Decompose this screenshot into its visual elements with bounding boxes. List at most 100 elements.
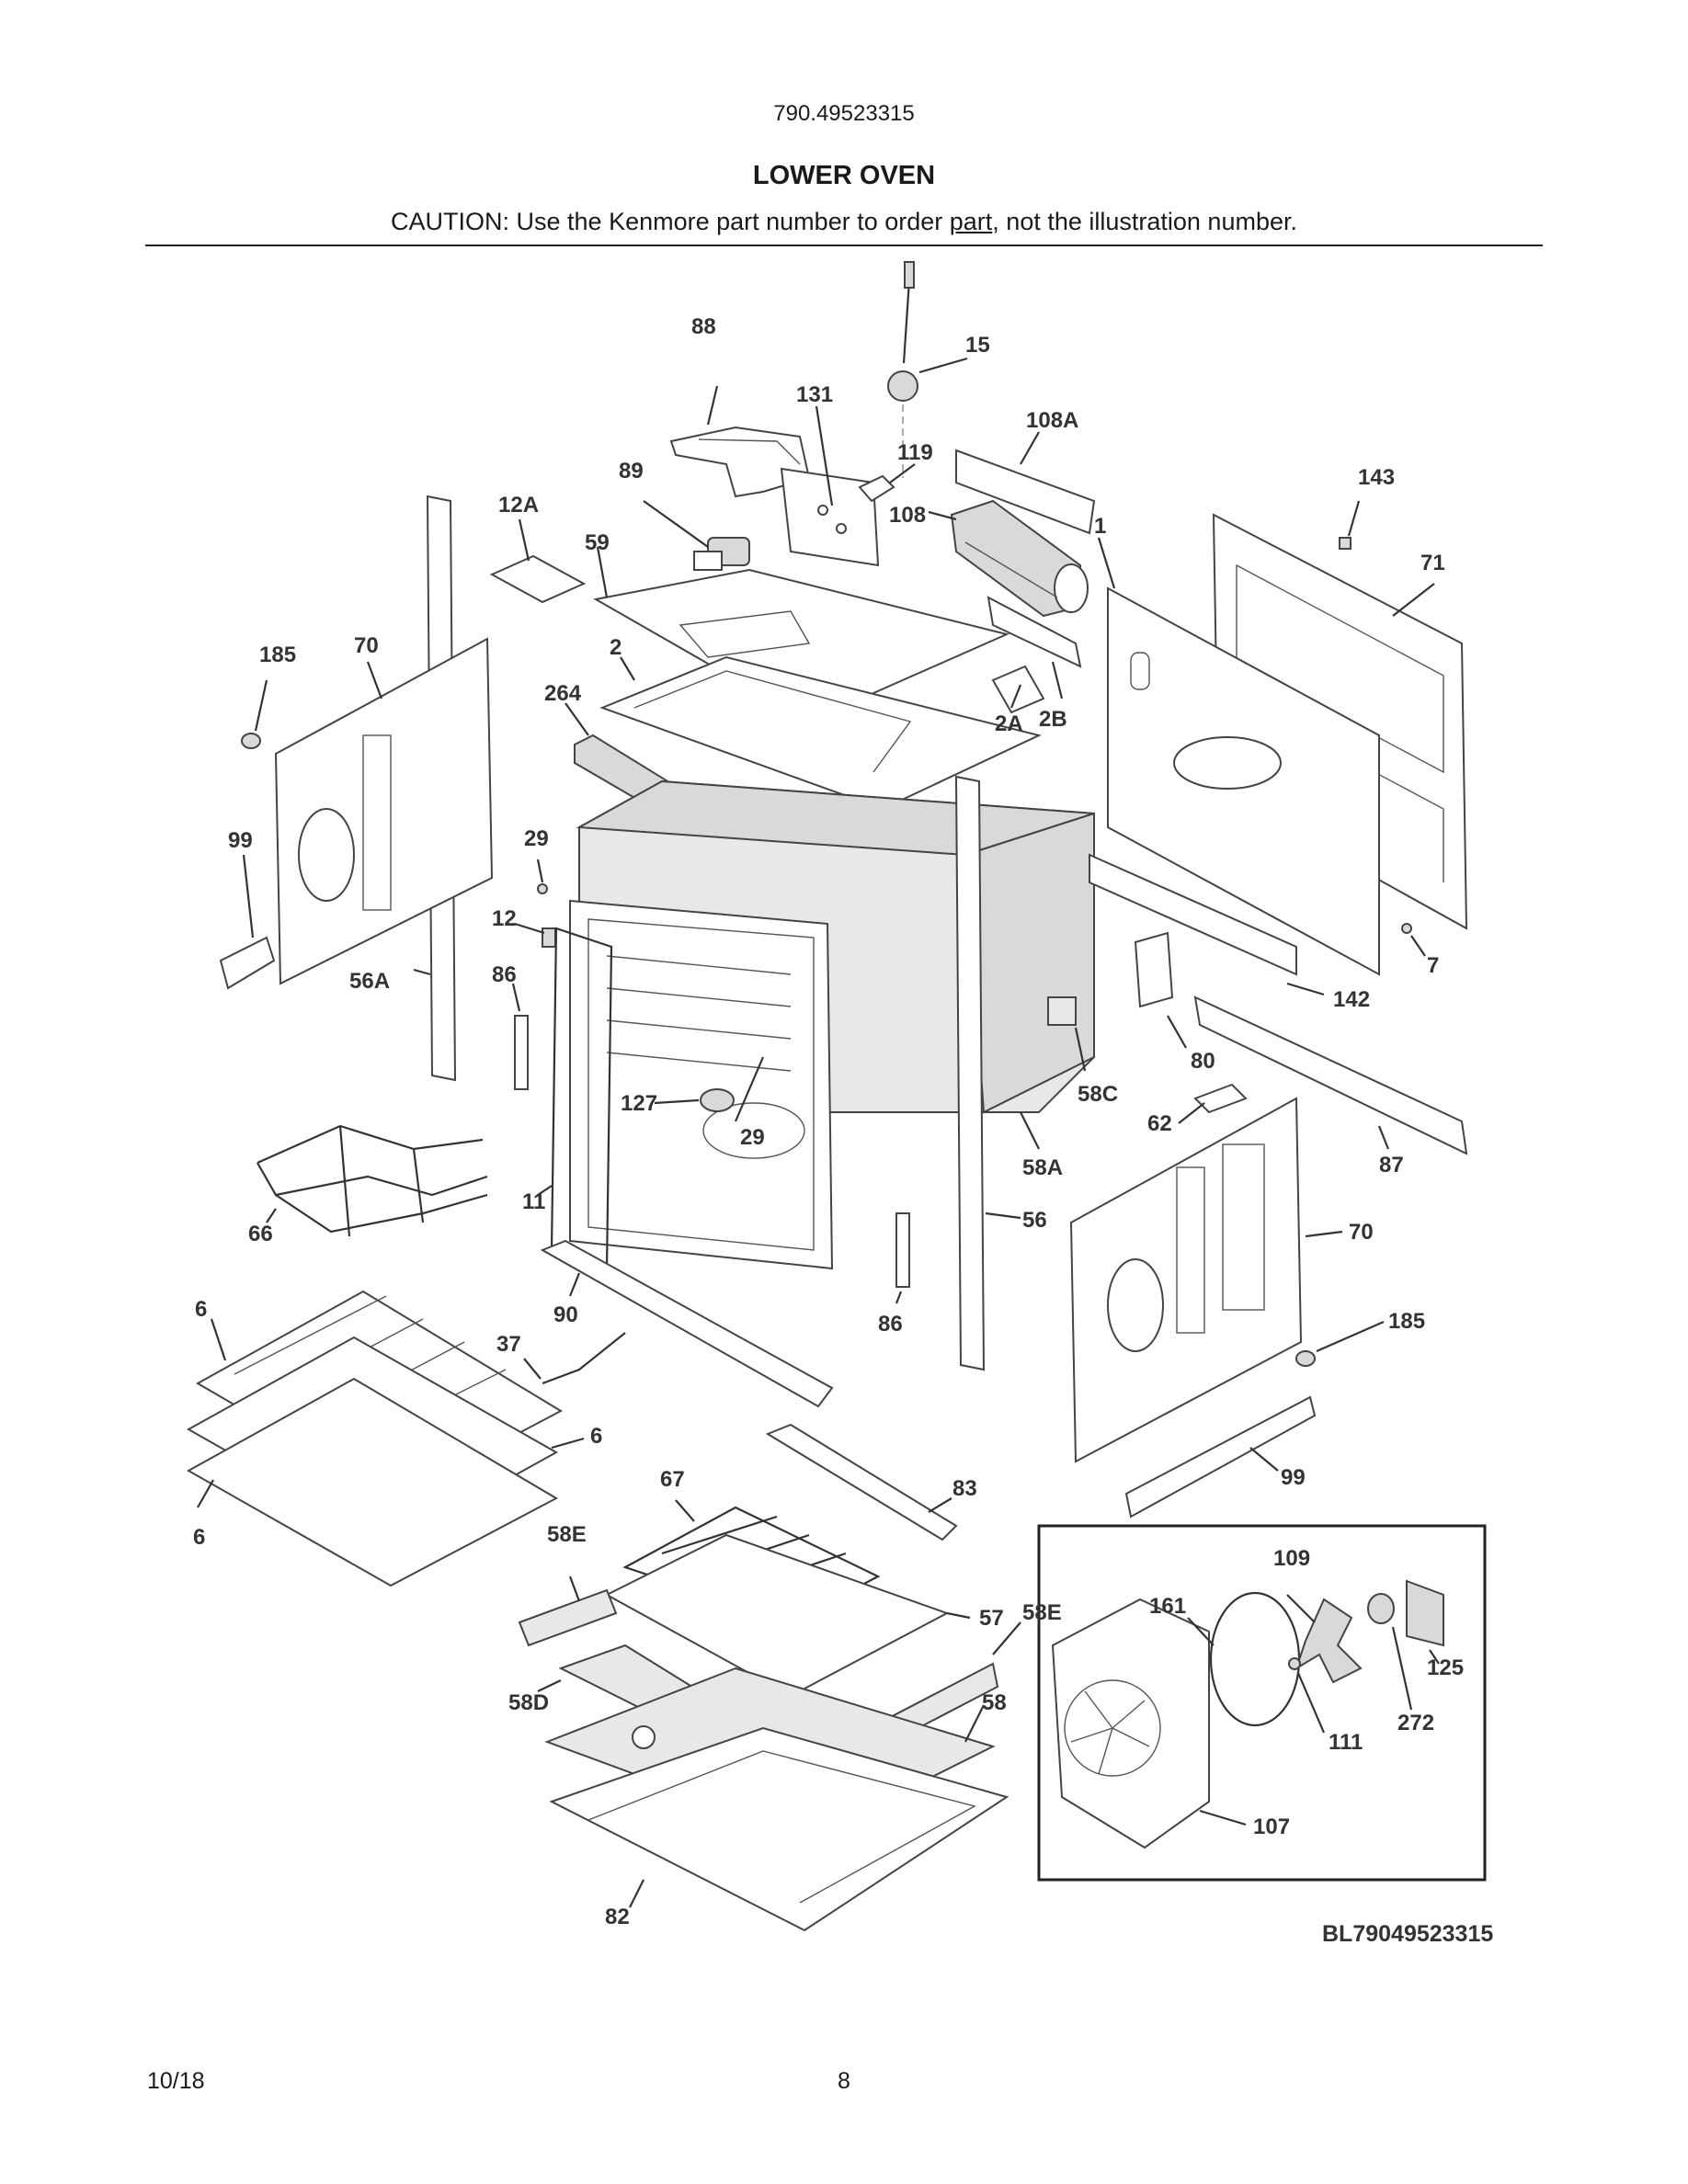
part-broil-element-66 — [257, 1124, 488, 1237]
callout-label: 2B — [1039, 707, 1067, 732]
part-side-panel-70-left — [274, 637, 494, 985]
inset-convection-assembly — [1037, 1524, 1487, 1882]
part-plug-185-right — [1295, 1320, 1385, 1367]
part-lamp-15 — [887, 261, 968, 478]
part-side-panel-70-right — [1069, 1097, 1343, 1463]
callout-label: 143 — [1358, 465, 1395, 490]
callout-label: 125 — [1427, 1655, 1464, 1680]
callout-label: 66 — [248, 1222, 273, 1246]
callout-label: 12A — [498, 493, 539, 518]
part-oven-bottom-57 — [604, 1533, 971, 1698]
part-relay-89 — [643, 500, 750, 571]
part-blower-108 — [928, 499, 1089, 618]
part-bracket-2B — [987, 596, 1082, 700]
callout-label: 119 — [897, 440, 933, 465]
callout-label: 111 — [1329, 1730, 1363, 1755]
callout-label: 264 — [544, 681, 582, 706]
callout-label: 70 — [1349, 1220, 1374, 1245]
callout-labels: 15 88 131 108A 119 89 108 1 143 12A 59 7… — [193, 314, 1464, 1929]
callout-label: 86 — [492, 962, 517, 987]
caution-note: CAUTION: Use the Kenmore part number to … — [0, 208, 1688, 236]
callout-label: 1 — [1094, 514, 1106, 539]
callout-label: 58A — [1022, 1155, 1063, 1180]
callout-label: 108 — [889, 503, 926, 528]
callout-label: 272 — [1397, 1711, 1434, 1735]
callout-label: 161 — [1149, 1594, 1186, 1619]
callout-label: 127 — [621, 1091, 657, 1116]
part-rail-56 — [954, 775, 1021, 1371]
part-bracket-131 — [780, 405, 880, 567]
callout-label: 58C — [1078, 1082, 1118, 1107]
callout-label: 62 — [1147, 1111, 1172, 1136]
part-hinge-86-left — [511, 983, 529, 1090]
part-screw-29 — [536, 859, 548, 894]
callout-label: 29 — [524, 826, 549, 851]
part-insulation-58C — [1047, 996, 1087, 1072]
callout-label: 99 — [228, 828, 253, 853]
part-shield-12A — [489, 518, 587, 604]
callout-label: 71 — [1420, 551, 1445, 575]
page-number: 8 — [838, 2068, 850, 2094]
callout-label: 59 — [585, 530, 610, 555]
callout-label: 80 — [1191, 1049, 1215, 1074]
callout-label: 58E — [547, 1522, 587, 1547]
model-number: 790.49523315 — [773, 101, 915, 126]
part-trim-90 — [540, 1239, 834, 1408]
callout-label: 58E — [1022, 1600, 1062, 1625]
callout-label: 6 — [193, 1525, 205, 1550]
part-top-panel-2 — [599, 655, 1042, 811]
part-side-wall-1 — [1097, 537, 1380, 976]
callout-label: 58D — [508, 1690, 549, 1715]
callout-label: 90 — [553, 1302, 578, 1327]
part-bracket-108A — [955, 431, 1096, 535]
caution-text-end: , not the illustration number. — [992, 208, 1297, 235]
callout-label: 107 — [1253, 1814, 1290, 1839]
callout-label: 56A — [349, 969, 390, 994]
part-clip-143 — [1339, 500, 1361, 550]
callout-label: 89 — [619, 459, 644, 483]
part-screw-29-lower — [734, 1056, 765, 1122]
page-title: LOWER OVEN — [752, 161, 936, 190]
diagram-code: BL79049523315 — [1322, 1921, 1494, 1947]
callout-label: 6 — [590, 1424, 602, 1449]
callout-label: 29 — [740, 1125, 765, 1150]
part-bracket-99-right — [1124, 1395, 1317, 1519]
footer-date: 10/18 — [147, 2068, 205, 2094]
callout-label: 185 — [1388, 1309, 1425, 1334]
callout-label: 37 — [496, 1332, 521, 1357]
callout-label: 88 — [691, 314, 716, 339]
callout-label: 70 — [354, 633, 379, 658]
callout-label: 131 — [796, 382, 833, 407]
callout-label: 82 — [605, 1905, 630, 1929]
callout-label: 109 — [1273, 1546, 1310, 1571]
header-divider — [145, 245, 1543, 246]
part-frame-82 — [549, 1726, 1009, 1932]
callout-label: 58 — [982, 1690, 1007, 1715]
part-oven-cavity — [569, 779, 1095, 1270]
part-fan-127 — [654, 1088, 735, 1112]
part-block-62 — [1178, 1083, 1248, 1124]
callout-label: 6 — [195, 1297, 207, 1322]
part-plug-185-left — [241, 679, 268, 749]
part-hinge-86-right — [895, 1212, 910, 1304]
part-bracket-99-left — [219, 854, 276, 990]
part-screw-7 — [1401, 923, 1426, 957]
callout-label: 83 — [952, 1476, 977, 1501]
part-bracket-2A — [991, 665, 1045, 714]
part-insulation-58A — [1020, 1111, 1040, 1150]
callout-label: 2 — [610, 635, 622, 660]
callout-label: 2A — [995, 711, 1023, 736]
part-insulation-58E-left — [518, 1575, 618, 1647]
callout-label: 99 — [1281, 1465, 1306, 1490]
callout-label: 57 — [979, 1606, 1004, 1631]
part-racks-6 — [186, 1290, 585, 1587]
callout-label: 185 — [259, 643, 296, 667]
callout-label: 56 — [1022, 1208, 1047, 1233]
caution-underlined-word: part — [949, 208, 993, 235]
callout-label: 108A — [1026, 408, 1078, 433]
part-probe-37 — [523, 1332, 626, 1385]
callout-label: 87 — [1379, 1153, 1404, 1177]
callout-label: 12 — [492, 906, 517, 931]
part-bracket-83 — [765, 1423, 958, 1541]
